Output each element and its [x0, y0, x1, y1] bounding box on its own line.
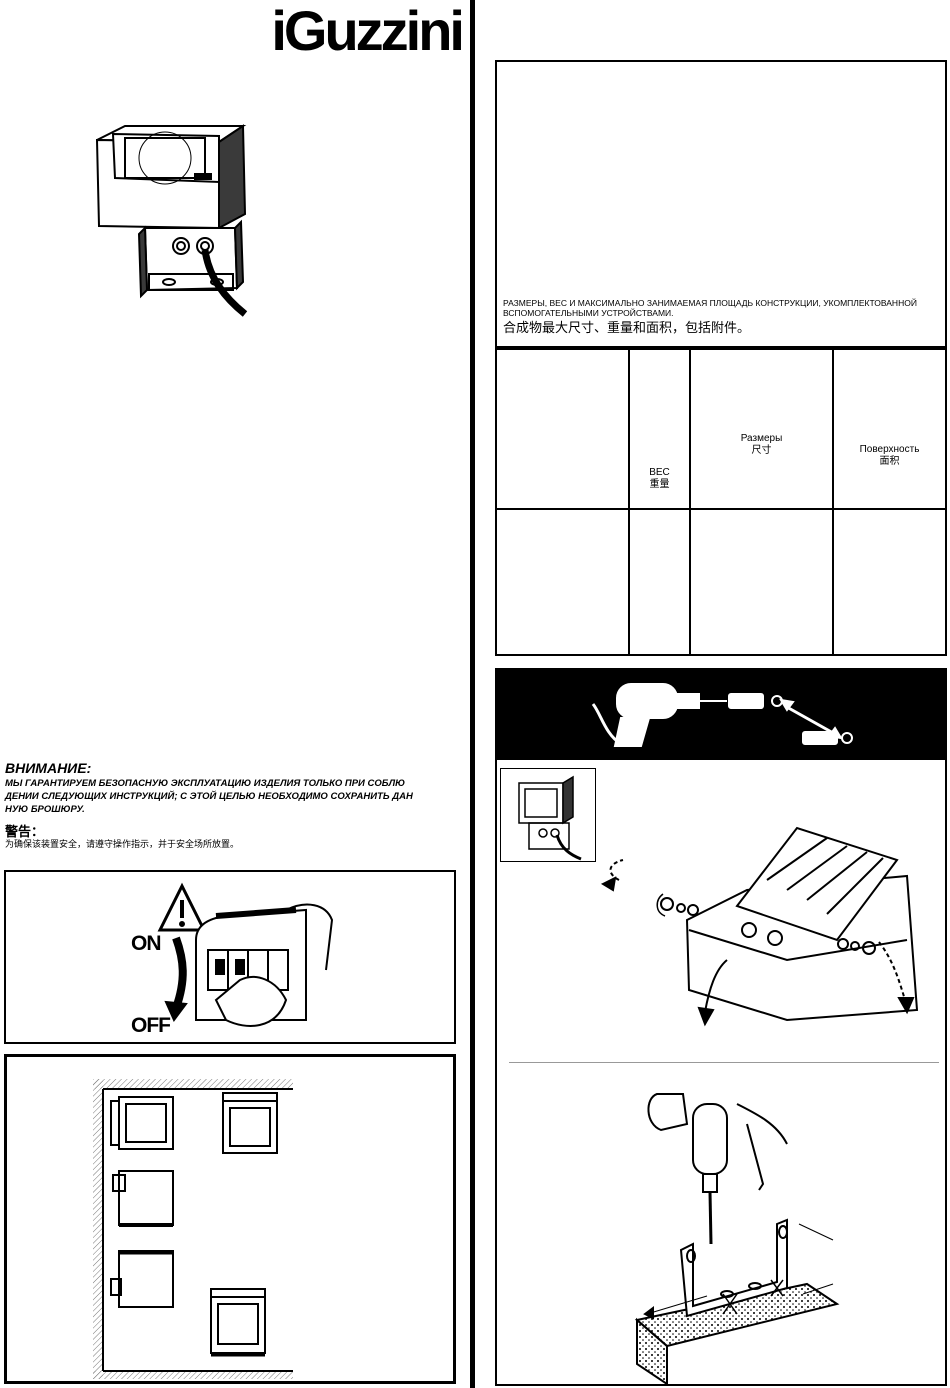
- off-label: OFF: [131, 1014, 171, 1037]
- mounting-positions-diagram: [93, 1079, 293, 1379]
- panel-divider: [497, 346, 945, 348]
- product-thumbnail-icon: [500, 768, 596, 862]
- dimensions-title-cn: 合成物最大尺寸、重量和面积，包括附件。: [503, 320, 751, 335]
- header-weight-ru: ВЕС: [649, 467, 670, 478]
- header-surface-cn: 面积: [879, 456, 900, 467]
- header-surface-ru: Поверхность: [859, 444, 920, 455]
- bracket-drilling-diagram: [634, 1093, 840, 1384]
- warning-title-cn: 警告：: [5, 824, 45, 839]
- warning-body-cn: 为确保该装置安全，请遵守操作指示，并于安全场所放置。: [5, 839, 240, 849]
- step-separator: [509, 1062, 939, 1063]
- open-housing-diagram: [600, 826, 919, 1027]
- header-size-ru: Размеры: [740, 433, 783, 444]
- header-size: Размеры 尺寸: [691, 433, 832, 457]
- drill-icon: [591, 683, 853, 747]
- installation-positions-panel: [4, 1054, 456, 1384]
- on-label: ON: [131, 932, 161, 955]
- header-size-cn: 尺寸: [751, 445, 772, 456]
- header-weight: ВЕС 重量: [630, 467, 689, 491]
- warning-line-3: НУЮ БРОШЮРУ.: [5, 804, 85, 815]
- brand-logo: iGuzzini: [271, 0, 465, 62]
- product-illustration-icon: [85, 118, 265, 318]
- power-switch-panel: ON OFF: [4, 870, 456, 1044]
- warning-title-ru: ВНИМАНИЕ:: [5, 760, 92, 776]
- dimensions-title-ru: РАЗМЕРЫ, ВЕС И МАКСИМАЛЬНО ЗАНИМАЕМАЯ ПЛ…: [503, 298, 917, 318]
- dimensions-table: ВЕС 重量 Размеры 尺寸 Поверхность 面积: [497, 348, 945, 656]
- installation-steps-panel: [495, 758, 947, 1386]
- switch-panel-icon: [157, 882, 334, 1027]
- warning-line-2: ДЕНИИ СЛЕДУЮЩИХ ИНСТРУКЦИЙ; С ЭТОЙ ЦЕЛЬЮ…: [5, 791, 413, 802]
- column-divider: [470, 0, 475, 1388]
- drill-header-band: [495, 668, 947, 758]
- header-surface: Поверхность 面积: [834, 444, 945, 468]
- header-weight-cn: 重量: [649, 479, 670, 490]
- dimensions-panel: ВЕС 重量 Размеры 尺寸 Поверхность 面积: [495, 60, 947, 656]
- warning-line-1: МЫ ГАРАНТИРУЕМ БЕЗОПАСНУЮ ЭКСПЛУАТАЦИЮ И…: [5, 778, 406, 789]
- warning-body-ru: МЫ ГАРАНТИРУЕМ БЕЗОПАСНУЮ ЭКСПЛУАТАЦИЮ И…: [5, 777, 463, 816]
